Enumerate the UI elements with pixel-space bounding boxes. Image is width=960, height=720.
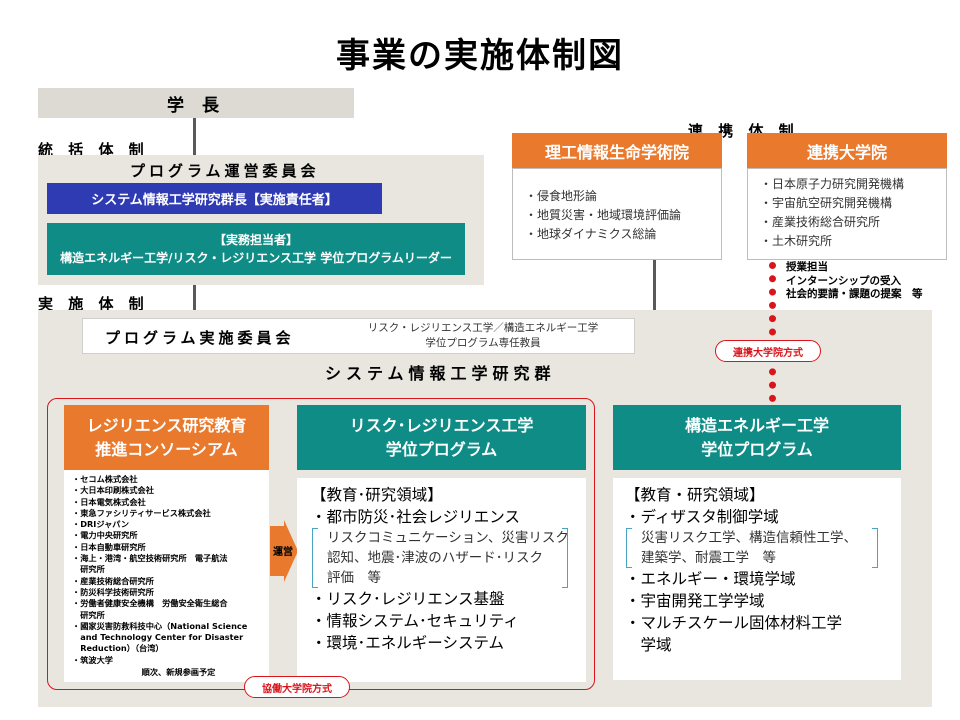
operation-arrow [270, 520, 298, 582]
energy-sub-bracket-right [872, 528, 878, 568]
risk-program-body: 【教育･研究領域】 ・都市防災･社会レジリエンス リスクコミュニケーション、災害… [297, 478, 586, 682]
consortium-member: Reduction）（台湾） [72, 643, 164, 654]
graduate-school-list: ・侵食地形論 ・地質災害・地域環境評価論 ・地球ダイナミクス総論 [512, 168, 722, 260]
energy-program-field-3: ・宇宙開発工学学域 [625, 592, 765, 610]
implementation-label: 実 施 体 制 [38, 295, 149, 313]
risk-program-field-1: ・都市防災･社会レジリエンス [311, 508, 520, 526]
operation-arrow-shape [270, 520, 298, 582]
consortium-footnote: 順次、新規参画予定 [141, 667, 216, 678]
risk-program-sub-fields: リスクコミュニケーション、災害リスク 認知、地震･津波のハザード･リスク 評価 … [311, 528, 586, 588]
program-leader-box: 【実務担当者】 構造エネルギー工学/リスク・レジリエンス工学 学位プログラムリー… [47, 223, 465, 275]
energy-sub-bracket-left [626, 528, 632, 568]
energy-program-field-1: ・ディザスタ制御学域 [625, 508, 779, 526]
partner-roles: 授業担当 インターンシップの受入 社会的要請・課題の提案 等 [786, 261, 923, 302]
implementation-committee-box: プログラム実施委員会 リスク・レジリエンス工学／構造エネルギー工学 学位プログラ… [82, 318, 635, 354]
risk-sub-line-1: 認知、地震･津波のハザード･リスク [327, 550, 543, 566]
graduate-school-header: 理工情報生命学術院 [512, 133, 722, 168]
partner-role-0: 授業担当 [786, 261, 828, 273]
risk-program-field-3: ・情報システム･セキュリティ [311, 612, 519, 630]
risk-program-field-4: ・環境･エネルギーシステム [311, 634, 504, 652]
consortium-header: レジリエンス研究教育 推進コンソーシアム [64, 405, 269, 470]
consortium-member: ・電力中央研究所 [72, 530, 138, 541]
partner-link-dotted-line [769, 262, 776, 402]
energy-program-header: 構造エネルギー工学 学位プログラム [613, 405, 901, 470]
program-leader-line2: 構造エネルギー工学/リスク・レジリエンス工学 学位プログラムリーダー [60, 251, 452, 265]
president-label: 学 長 [167, 95, 225, 116]
consortium-members-box: ・セコム株式会社・大日本印刷株式会社・日本電気株式会社・東急ファシリティサービス… [64, 470, 269, 682]
committee-note-line2: 学位プログラム専任教員 [425, 337, 541, 349]
energy-program-title-line1: 構造エネルギー工学 [684, 416, 829, 435]
energy-program-heading: 【教育・研究領域】 [625, 486, 765, 504]
responsible-person-box: システム情報工学研究群長【実施責任者】 [47, 183, 382, 214]
consortium-member: ・セコム株式会社 [72, 474, 138, 484]
steering-committee-title: プログラム運営委員会 [130, 162, 320, 180]
energy-program-body: 【教育・研究領域】 ・ディザスタ制御学域 災害リスク工学、構造信頼性工学、 建築… [613, 478, 901, 680]
partner-universities-list: ・日本原子力研究開発機構 ・宇宙航空研究開発機構 ・産業技術総合研究所 ・土木研… [747, 168, 947, 260]
consortium-member: 研究所 [72, 609, 105, 620]
partner-role-2: 社会的要請・課題の提案 等 [786, 288, 923, 300]
energy-sub-line-1: 建築学、耐震工学 等 [641, 550, 776, 566]
energy-program-field-4-line2: 学域 [625, 636, 672, 654]
risk-sub-line-0: リスクコミュニケーション、災害リスク [327, 530, 569, 546]
risk-program-header: リスク･レジリエンス工学 学位プログラム [297, 405, 586, 470]
consortium-member: ・日本電気株式会社 [72, 496, 146, 507]
risk-program-title-line1: リスク･レジリエンス工学 [349, 416, 534, 435]
president-box: 学 長 [38, 88, 354, 118]
consortium-member: ・産業技術総合研究所 [72, 575, 154, 586]
risk-sub-bracket-left [312, 528, 318, 588]
implementation-committee-note: リスク・レジリエンス工学／構造エネルギー工学 学位プログラム専任教員 [338, 321, 628, 351]
risk-program-title-line2: 学位プログラム [385, 440, 498, 459]
consortium-member: ・東急ファシリティサービス株式会社 [72, 507, 211, 518]
consortium-member: ・労働者健康安全機構 労働安全衛生総合 [72, 598, 228, 609]
partner-universities-header: 連携大学院 [747, 133, 947, 168]
energy-program-sub-fields: 災害リスク工学、構造信頼性工学、 建築学、耐震工学 等 [625, 528, 901, 568]
integration-label: 統 括 体 制 [38, 141, 149, 159]
consortium-title-line2: 推進コンソーシアム [95, 440, 238, 459]
partner-item-1: ・宇宙航空研究開発機構 [760, 196, 893, 210]
consortium-member: ・日本自動車研究所 [72, 541, 146, 552]
committee-note-line1: リスク・レジリエンス工学／構造エネルギー工学 [367, 322, 599, 334]
consortium-member: ・防災科学技術研究所 [72, 586, 154, 597]
consortium-members-list: ・セコム株式会社・大日本印刷株式会社・日本電気株式会社・東急ファシリティサービス… [72, 474, 265, 666]
partner-method-badge: 連携大学院方式 [715, 340, 821, 362]
partner-item-0: ・日本原子力研究開発機構 [760, 177, 905, 191]
partner-item-3: ・土木研究所 [760, 234, 833, 248]
partner-item-2: ・産業技術総合研究所 [760, 215, 881, 229]
consortium-member: ・DRIジャパン [72, 519, 130, 530]
consortium-member: 研究所 [72, 564, 105, 575]
program-leader-line1: 【実務担当者】 [213, 233, 298, 247]
energy-program-field-2: ・エネルギー・環境学域 [625, 570, 796, 588]
graduate-school-item-2: ・地球ダイナミクス総論 [525, 227, 657, 241]
graduate-school-item-0: ・侵食地形論 [525, 189, 598, 203]
consortium-member: ・國家災害防救科技中心（National Science [72, 620, 248, 631]
operation-label: 運営 [273, 547, 293, 558]
consortium-member: ・大日本印刷株式会社 [72, 485, 154, 496]
energy-program-title-line2: 学位プログラム [701, 440, 813, 459]
risk-sub-line-2: 評価 等 [327, 570, 381, 586]
implementation-committee-title: プログラム実施委員会 [105, 329, 295, 347]
consortium-title-line1: レジリエンス研究教育 [86, 416, 247, 435]
risk-program-heading: 【教育･研究領域】 [311, 486, 443, 504]
graduate-school-item-1: ・地質災害・地域環境評価論 [525, 208, 682, 222]
risk-sub-bracket-right [562, 528, 568, 588]
energy-sub-line-0: 災害リスク工学、構造信頼性工学、 [641, 530, 857, 546]
consortium-member: ・海上・港湾・航空技術研究所 電子航法 [72, 553, 228, 564]
page-title: 事業の実施体制図 [336, 36, 624, 76]
consortium-member: ・筑波大学 [72, 654, 113, 665]
research-group-label: システム情報工学研究群 [325, 364, 556, 383]
risk-program-field-2: ・リスク･レジリエンス基盤 [311, 590, 505, 608]
energy-program-field-4-line1: ・マルチスケール固体材料工学 [625, 614, 843, 632]
cooperative-method-badge: 協働大学院方式 [244, 676, 350, 698]
partner-role-1: インターンシップの受入 [786, 274, 901, 287]
consortium-member: and Technology Center for Disaster [72, 632, 244, 643]
